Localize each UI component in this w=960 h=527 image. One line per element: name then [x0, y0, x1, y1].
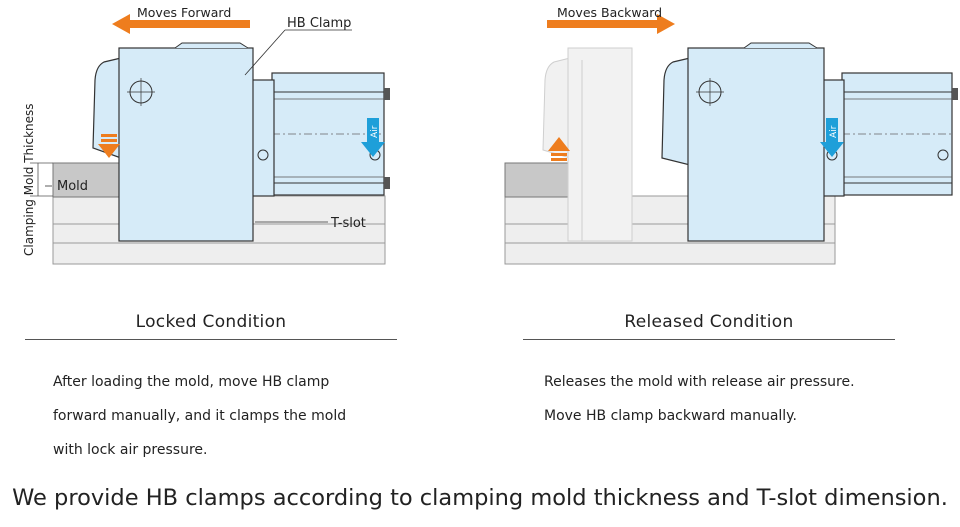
- locked-line-1: After loading the mold, move HB clamp: [53, 374, 330, 390]
- air-arrow-icon-right: [820, 118, 844, 157]
- moves-backward-label: Moves Backward: [557, 5, 662, 20]
- hb-clamp-block: [118, 47, 254, 242]
- locked-description: After loading the mold, move HB clamp fo…: [53, 365, 413, 467]
- released-condition-title: Released Condition: [624, 312, 794, 332]
- clamp-jaw: [92, 57, 122, 159]
- clamp-jaw-right: [661, 57, 691, 166]
- locked-diagram: Moves Forward HB Clamp Mold T-slot Clamp…: [22, 5, 390, 265]
- locked-line-3: with lock air pressure.: [53, 442, 208, 458]
- clamping-mold-thickness-label: Clamping Mold Thickness: [22, 103, 36, 256]
- locked-line-2: forward manually, and it clamps the mold: [53, 408, 347, 424]
- hb-clamp-block-right: [687, 47, 825, 242]
- release-arrow-icon: [548, 137, 570, 161]
- moves-forward-arrow-icon: [112, 14, 250, 34]
- air-arrow-icon: [361, 118, 385, 157]
- t-slot-label: T-slot: [330, 216, 366, 231]
- locked-condition-title: Locked Condition: [135, 312, 287, 332]
- footer-statement: We provide HB clamps according to clampi…: [12, 485, 948, 511]
- moves-forward-label: Moves Forward: [137, 5, 231, 20]
- ghost-clamp: [567, 47, 633, 242]
- air-label-right: Air: [829, 125, 839, 138]
- released-description: Releases the mold with release air press…: [544, 365, 924, 433]
- released-line-2: Move HB clamp backward manually.: [544, 408, 797, 424]
- released-title-divider: [523, 339, 895, 340]
- mold-block: [52, 162, 122, 198]
- locked-title-divider: [25, 339, 397, 340]
- mold-label: Mold: [57, 179, 88, 194]
- released-line-1: Releases the mold with release air press…: [544, 374, 855, 390]
- released-diagram: Moves Backward Air: [504, 5, 958, 265]
- air-label-left: Air: [370, 125, 380, 138]
- lock-arrow-icon: [98, 134, 120, 158]
- mold-block-right: [504, 162, 570, 198]
- hb-clamp-label: HB Clamp: [287, 16, 351, 31]
- moves-backward-arrow-icon: [547, 14, 675, 34]
- clamp-diagram: Moves Forward HB Clamp Mold T-slot Clamp…: [22, 5, 958, 265]
